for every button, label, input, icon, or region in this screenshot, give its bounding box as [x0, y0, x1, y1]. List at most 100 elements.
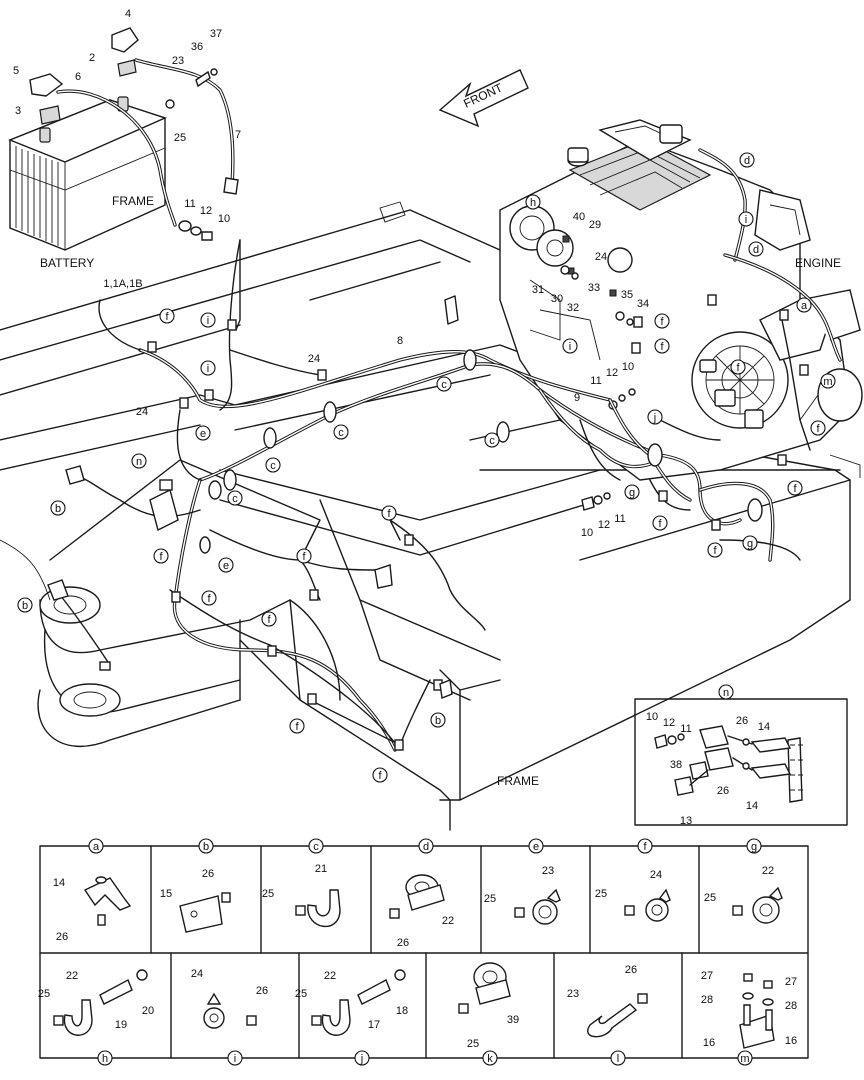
svg-text:c: c [313, 841, 319, 853]
callout-c_d2: d [748, 241, 764, 257]
callout-c_b2: b [17, 597, 33, 613]
legend-part-number: 27 [701, 970, 713, 982]
legend-callout-b: b [198, 838, 214, 854]
legend-part-number: 26 [625, 964, 637, 976]
svg-text:f: f [660, 316, 664, 328]
legend-part-number: 28 [701, 994, 713, 1006]
legend-part-number: 23 [542, 865, 554, 877]
part-number-p10b: 10 [622, 361, 634, 373]
part-number-p24b: 24 [595, 251, 607, 263]
svg-text:c: c [338, 427, 344, 439]
legend-part-number: 17 [368, 1019, 380, 1031]
battery [8, 27, 241, 331]
part-number-p10a: 10 [218, 213, 230, 225]
battery-label: BATTERY [40, 256, 94, 270]
callout-c_g1: g [624, 484, 640, 500]
svg-text:l: l [617, 1053, 619, 1065]
callout-c_c5: c [227, 490, 243, 506]
legend-part-number: 21 [315, 863, 327, 875]
callout-c_g2: g [742, 535, 758, 551]
inset-part-number: 12 [663, 717, 675, 729]
part-number-p31: 31 [532, 284, 544, 296]
legend-callout-m: m [737, 1050, 753, 1066]
callout-c_f4: f [730, 359, 746, 375]
part-number-p4: 4 [125, 8, 131, 20]
legend-part-number: 25 [467, 1038, 479, 1050]
inset-n-callout: n [718, 684, 734, 700]
legend-callout-a: a [88, 838, 104, 854]
callout-c_f2: f [654, 313, 670, 329]
legend-callout-j: j [354, 1050, 370, 1066]
callout-c_f8: f [652, 515, 668, 531]
callout-c_i2: i [200, 312, 216, 328]
inset-part-number: 13 [680, 815, 692, 827]
inset-part-number: 11 [680, 723, 691, 735]
part-number-p37: 37 [210, 28, 222, 40]
svg-text:f: f [660, 341, 664, 353]
legend-callout-e: e [528, 838, 544, 854]
inset-part-number: 14 [746, 800, 758, 812]
part-number-p5: 5 [13, 65, 19, 77]
front-arrow: FRONT [438, 69, 529, 128]
callout-c_c2: c [333, 424, 349, 440]
callout-c_e2: e [218, 557, 234, 573]
engine-label: ENGINE [795, 256, 841, 270]
callout-c_d1: d [739, 152, 755, 168]
inset-part-number: 26 [736, 715, 748, 727]
part-number-p35: 35 [621, 289, 633, 301]
legend-part-number: 25 [295, 988, 307, 1000]
part-number-p2: 2 [89, 52, 95, 64]
callout-c_f15: f [372, 767, 388, 783]
legend-part-number: 18 [396, 1005, 408, 1017]
legend-part-number: 20 [142, 1005, 154, 1017]
inset-part-number: 14 [758, 721, 770, 733]
callout-c_h: h [525, 194, 541, 210]
legend-part-number: 27 [785, 976, 797, 988]
svg-text:f: f [159, 551, 163, 563]
svg-text:c: c [270, 460, 276, 472]
svg-text:f: f [378, 770, 382, 782]
inset-part-number: 38 [670, 759, 682, 771]
legend-part-number: 24 [650, 869, 662, 881]
svg-text:f: f [816, 423, 820, 435]
svg-text:c: c [489, 435, 495, 447]
svg-text:d: d [744, 155, 750, 167]
svg-text:i: i [207, 315, 209, 327]
svg-text:g: g [747, 538, 753, 550]
svg-text:e: e [533, 841, 539, 853]
callout-c_f7: f [381, 505, 397, 521]
part-number-p3: 3 [15, 105, 21, 117]
callout-c_f12: f [201, 590, 217, 606]
callout-c_i4: i [200, 360, 216, 376]
svg-text:m: m [823, 376, 832, 388]
svg-text:i: i [745, 214, 747, 226]
callout-c_c4: c [265, 457, 281, 473]
callout-c_n1: n [131, 453, 147, 469]
callout-c_c1: c [436, 376, 452, 392]
legend-part-number: 25 [704, 892, 716, 904]
svg-text:f: f [658, 518, 662, 530]
part-number-p34: 34 [637, 298, 649, 310]
callout-c_f6: f [787, 480, 803, 496]
part-number-p10c: 10 [581, 527, 593, 539]
svg-text:n: n [136, 456, 142, 468]
legend-callout-h: h [97, 1050, 113, 1066]
svg-text:f: f [793, 483, 797, 495]
svg-text:m: m [740, 1053, 749, 1065]
svg-text:b: b [22, 600, 28, 612]
callout-c_f5: f [810, 420, 826, 436]
callout-c_c3: c [484, 432, 500, 448]
callout-c_b3: b [430, 712, 446, 728]
frame-top-label: FRAME [112, 194, 154, 208]
legend-callout-d: d [418, 838, 434, 854]
part-number-p12a: 12 [200, 205, 212, 217]
legend-part-number: 14 [53, 877, 65, 889]
legend-part-number: 23 [567, 988, 579, 1000]
legend-callout-g: g [746, 838, 762, 854]
svg-text:d: d [423, 841, 429, 853]
legend-part-number: 39 [507, 1014, 519, 1026]
callout-c_a: a [796, 297, 812, 313]
legend-callout-f: f [637, 838, 653, 854]
part-number-p9: 9 [574, 392, 580, 404]
part-number-p11a: 11 [184, 198, 195, 210]
